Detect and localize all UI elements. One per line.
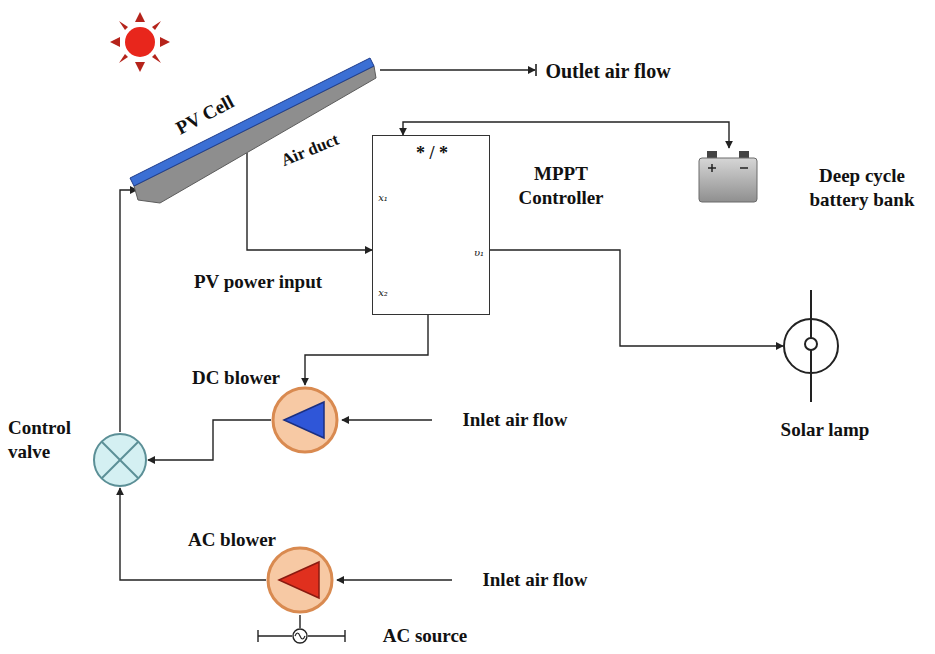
dc-blower: DC blower (270, 385, 340, 455)
lamp-symbol: Solar lamp (783, 290, 839, 402)
battery-label: Deep cycle battery bank (797, 164, 927, 212)
ac-blower-shape (265, 545, 335, 615)
pin-label: x₂ (378, 287, 388, 300)
battery-symbol: Deep cycle battery bank (697, 148, 759, 204)
ac-source-wires (258, 630, 345, 642)
blower-label: AC blower (188, 528, 276, 552)
controller-heading: MPPT Controller (506, 162, 616, 210)
control-valve: Control valve (92, 432, 148, 488)
connector-line (247, 153, 372, 250)
ac-source-symbol-shape (292, 628, 308, 644)
pv-panel: PV CellAir duct (125, 50, 385, 210)
dc-blower-shape (270, 385, 340, 455)
valve-label: Control valve (8, 416, 84, 464)
connector-line (299, 615, 300, 628)
connector-line (120, 190, 137, 432)
ac-source-symbol: AC source (292, 628, 308, 644)
flow-label: Outlet air flow (545, 59, 670, 84)
ac-blower: AC blower (265, 545, 335, 615)
inlet-air-arrow (337, 579, 452, 580)
outlet-air-arrow (380, 64, 536, 76)
lamp-label: Solar lamp (781, 418, 870, 442)
source-label: AC source (383, 624, 468, 648)
blower-label: DC blower (192, 366, 280, 390)
flow-label: Inlet air flow (462, 408, 567, 432)
battery-symbol-shape (697, 148, 759, 204)
connector-line (490, 250, 783, 346)
inlet-air-arrow (342, 419, 432, 420)
connector-line (305, 315, 428, 385)
duct-label: Air duct (278, 129, 342, 171)
mppt-controller-box: MPPT Controller* / *x₁x₂υ₁ (372, 135, 490, 315)
sun (110, 12, 170, 72)
signal-label: PV power input (194, 270, 322, 294)
pin-label: x₁ (378, 192, 388, 205)
connector-line (148, 420, 271, 460)
pv-panel-shape (125, 50, 385, 210)
flow-label: Inlet air flow (482, 568, 587, 592)
lamp-symbol-shape (783, 290, 839, 402)
operation-symbol: * / * (416, 142, 448, 165)
pin-label: υ₁ (474, 247, 484, 260)
control-valve-shape (92, 432, 148, 488)
